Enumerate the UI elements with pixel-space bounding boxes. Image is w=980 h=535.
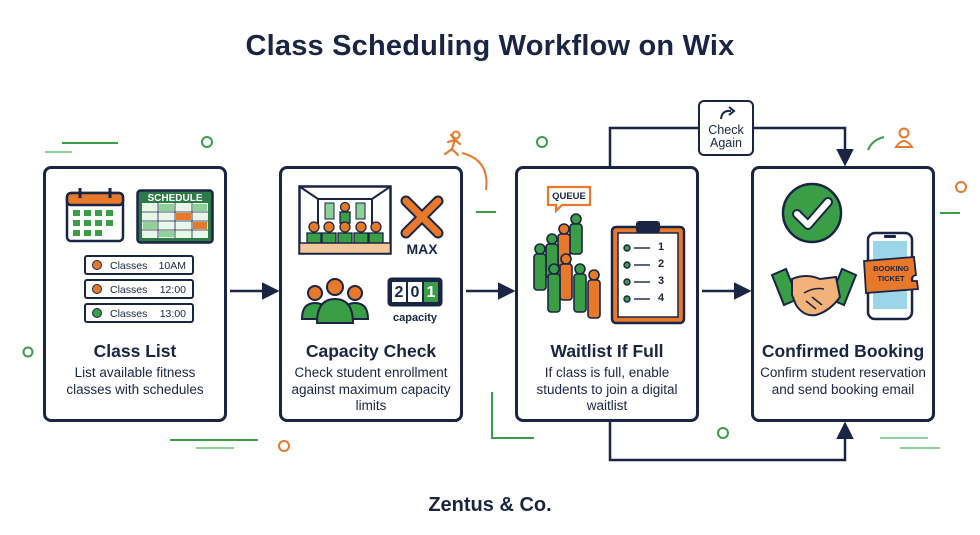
step-title: Class List — [93, 341, 177, 361]
status-dot — [92, 284, 102, 294]
step-card-class-list: SCHEDULE Classes 10AM Classes 12:00 Clas… — [43, 166, 227, 422]
runner-icon — [443, 130, 462, 157]
footer-brand: Zentus & Co. — [428, 494, 552, 516]
check-again-line2: Again — [710, 136, 742, 150]
capacity-label: capacity — [392, 312, 438, 324]
calendar-icon — [65, 188, 125, 243]
queue-people-icon — [533, 213, 601, 319]
status-dot — [92, 260, 102, 270]
clipboard-icon — [610, 221, 686, 325]
step-description: List available fitness classes with sche… — [66, 365, 204, 397]
waitlist-number-4: 4 — [658, 292, 665, 304]
step-title: Confirmed Booking — [761, 341, 925, 361]
step-description: If class is full, enable students to joi… — [536, 365, 678, 413]
check-again-box: Check Again — [698, 100, 754, 156]
class-slot-1: Classes 10AM — [84, 255, 194, 275]
loop-top-path — [608, 126, 845, 166]
step-title: Waitlist If Full — [550, 341, 664, 361]
group-icon — [300, 278, 370, 324]
step-card-waitlist: QUEUE 1 2 3 — [515, 166, 699, 422]
counter-icon — [387, 277, 443, 307]
class-slot-3: Classes 13:00 — [84, 303, 194, 323]
check-again-line1: Check — [708, 123, 744, 137]
status-dot — [92, 308, 102, 318]
phone-ticket-icon — [863, 231, 920, 321]
counter-digit-3: 1 — [426, 284, 436, 301]
step-description: Check student enrollment against maximum… — [291, 365, 451, 413]
waitlist-number-2: 2 — [658, 258, 665, 270]
queue-bubble-icon — [546, 185, 592, 213]
user-icon — [894, 127, 914, 148]
loop-bottom-path — [608, 421, 854, 462]
classroom-icon — [298, 185, 392, 255]
step-card-confirmed-booking: BOOKING TICKET Confirmed Booking Confirm… — [751, 166, 935, 422]
schedule-label: SCHEDULE — [147, 193, 203, 204]
step-description: Confirm student reservation and send boo… — [760, 365, 926, 397]
max-label: MAX — [406, 241, 438, 257]
page-title: Class Scheduling Workflow on Wix — [245, 30, 735, 62]
ticket-line-1: BOOKING — [873, 264, 909, 273]
counter-digit-1: 2 — [394, 284, 404, 301]
step-title: Capacity Check — [305, 341, 437, 361]
waitlist-number-1: 1 — [658, 241, 665, 253]
handshake-icon — [770, 267, 858, 317]
checkmark-icon — [781, 182, 843, 244]
counter-digit-2: 0 — [410, 284, 420, 301]
step-card-capacity-check: MAX 2 0 1 capacity Capacity Check Check … — [279, 166, 463, 422]
schedule-board-icon — [136, 189, 214, 244]
ticket-line-2: TICKET — [877, 274, 905, 283]
x-mark-icon — [400, 195, 444, 239]
waitlist-number-3: 3 — [658, 275, 665, 287]
queue-label: QUEUE — [552, 191, 586, 202]
refresh-arrow-icon — [720, 106, 736, 120]
class-slot-2: Classes 12:00 — [84, 279, 194, 299]
